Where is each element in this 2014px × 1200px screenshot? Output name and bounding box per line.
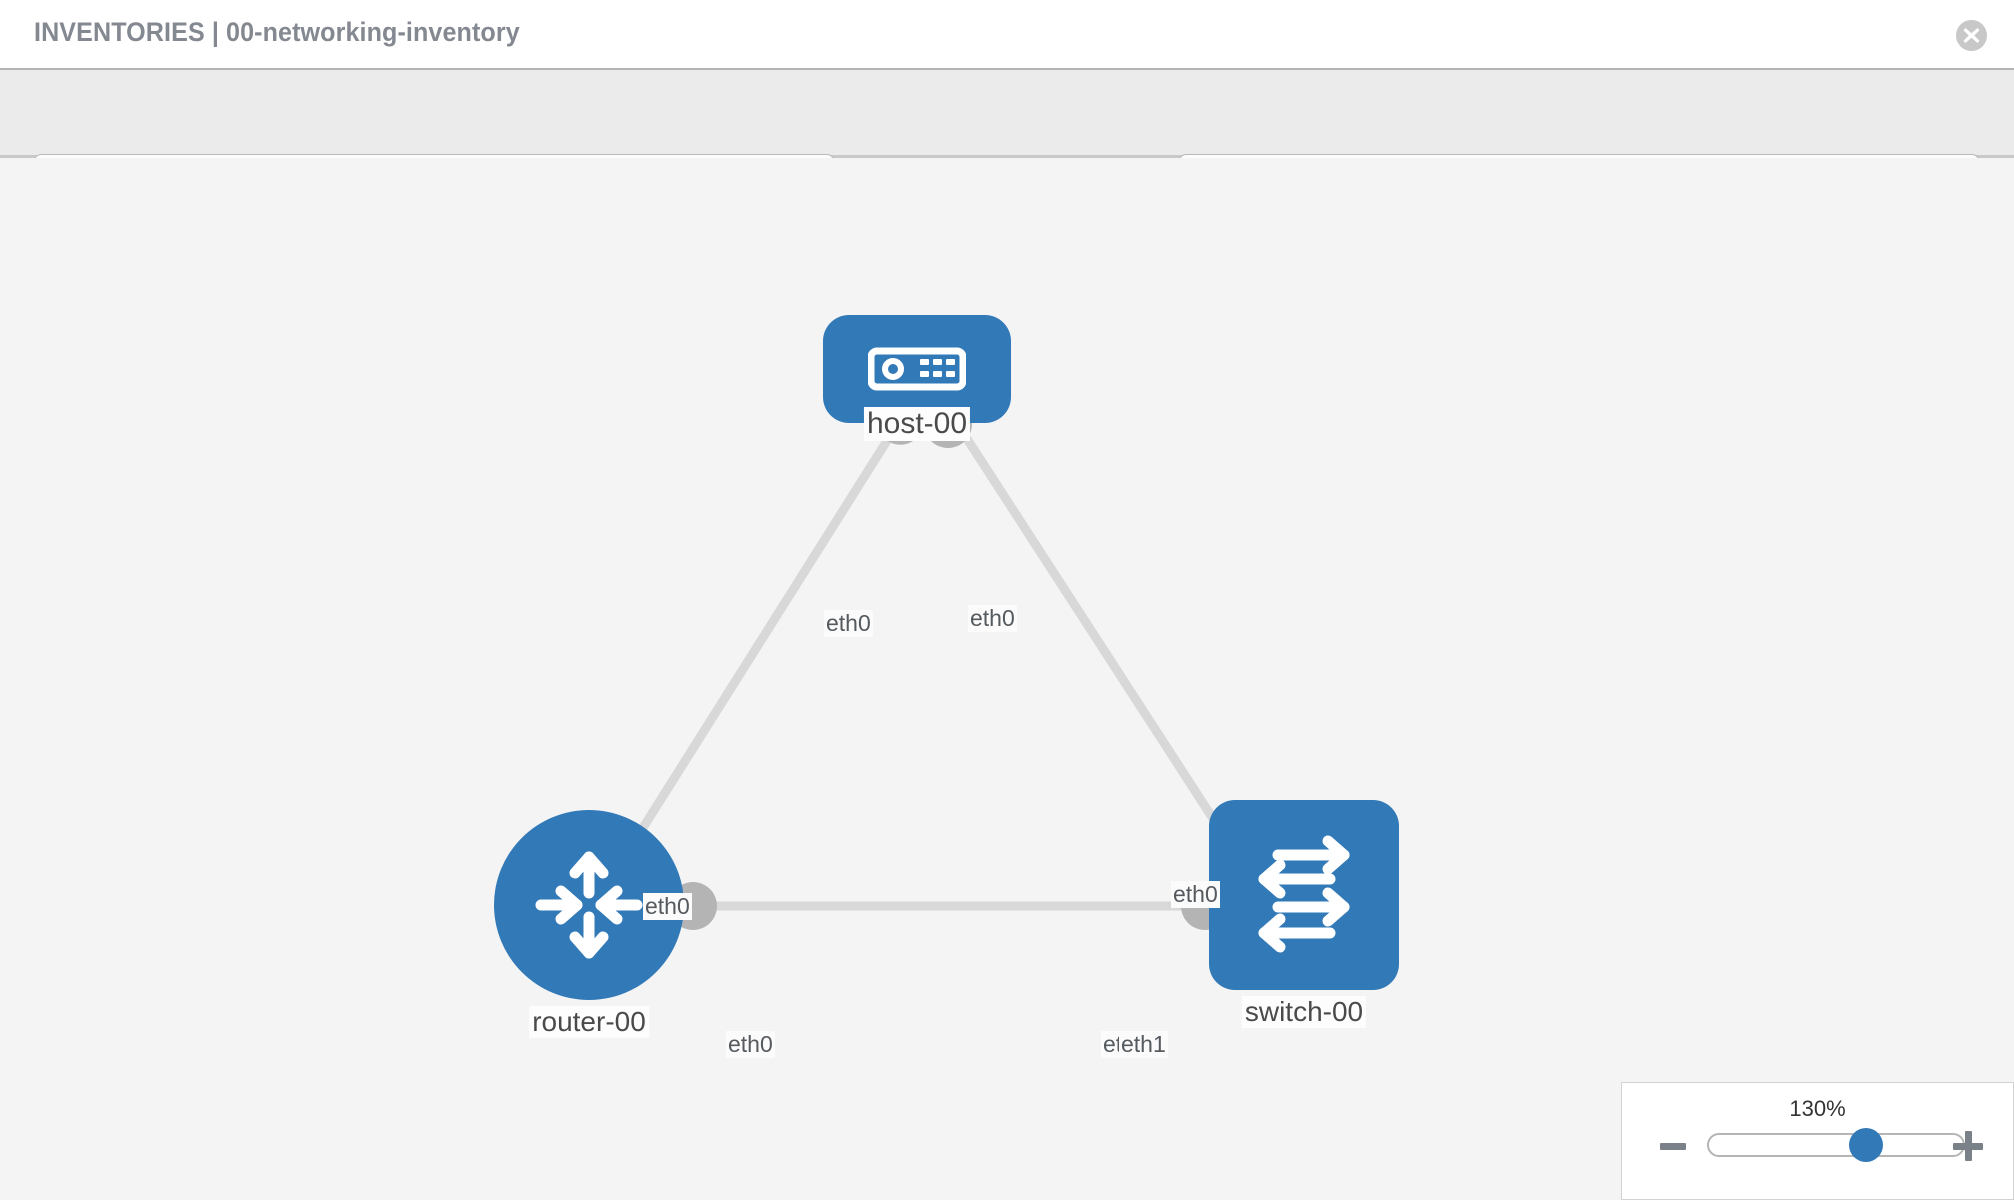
zoom-control-panel: 130%: [1621, 1082, 2014, 1200]
edge-label-router-up: eth0: [643, 893, 692, 920]
node-host-00-shape: [823, 315, 1011, 423]
close-button[interactable]: [1956, 20, 1987, 51]
edge-label-switch-left-b: eth1: [1119, 1031, 1168, 1058]
page-header: INVENTORIES | 00-networking-inventory: [0, 0, 2014, 68]
zoom-out-button[interactable]: [1660, 1143, 1686, 1150]
server-icon: [868, 347, 966, 391]
node-router-00-label: router-00: [529, 1006, 649, 1038]
toolbar: ACTIONS SEARCH: [0, 68, 2014, 211]
router-arrows-icon: [535, 851, 643, 959]
edge-label-host-right: eth0: [968, 605, 1017, 632]
topology-canvas[interactable]: host-00 router-00: [0, 158, 2014, 1200]
node-host-00-label: host-00: [863, 407, 971, 441]
zoom-in-button[interactable]: [1953, 1131, 1983, 1161]
edge-host-switch[interactable]: [956, 425, 1249, 871]
page-title: INVENTORIES | 00-networking-inventory: [34, 17, 520, 47]
node-switch-00[interactable]: switch-00: [1209, 800, 1399, 1028]
node-switch-00-shape: [1209, 800, 1399, 990]
zoom-level-value: 130%: [1789, 1096, 1846, 1121]
edge-label-router-right: eth0: [726, 1031, 775, 1058]
node-host-00[interactable]: host-00: [823, 315, 1011, 441]
zoom-slider-track[interactable]: [1707, 1128, 1965, 1162]
zoom-slider-handle[interactable]: [1849, 1128, 1884, 1162]
edge-host-router[interactable]: [596, 425, 899, 899]
topology-connectors: [669, 400, 1261, 930]
edge-label-switch-up: eth0: [1171, 881, 1220, 908]
switch-arrows-icon: [1258, 835, 1350, 953]
topology-edges: [596, 425, 1249, 911]
edge-label-host-left: eth0: [824, 610, 873, 637]
close-icon: [1963, 28, 1980, 43]
node-switch-00-label: switch-00: [1241, 996, 1367, 1028]
